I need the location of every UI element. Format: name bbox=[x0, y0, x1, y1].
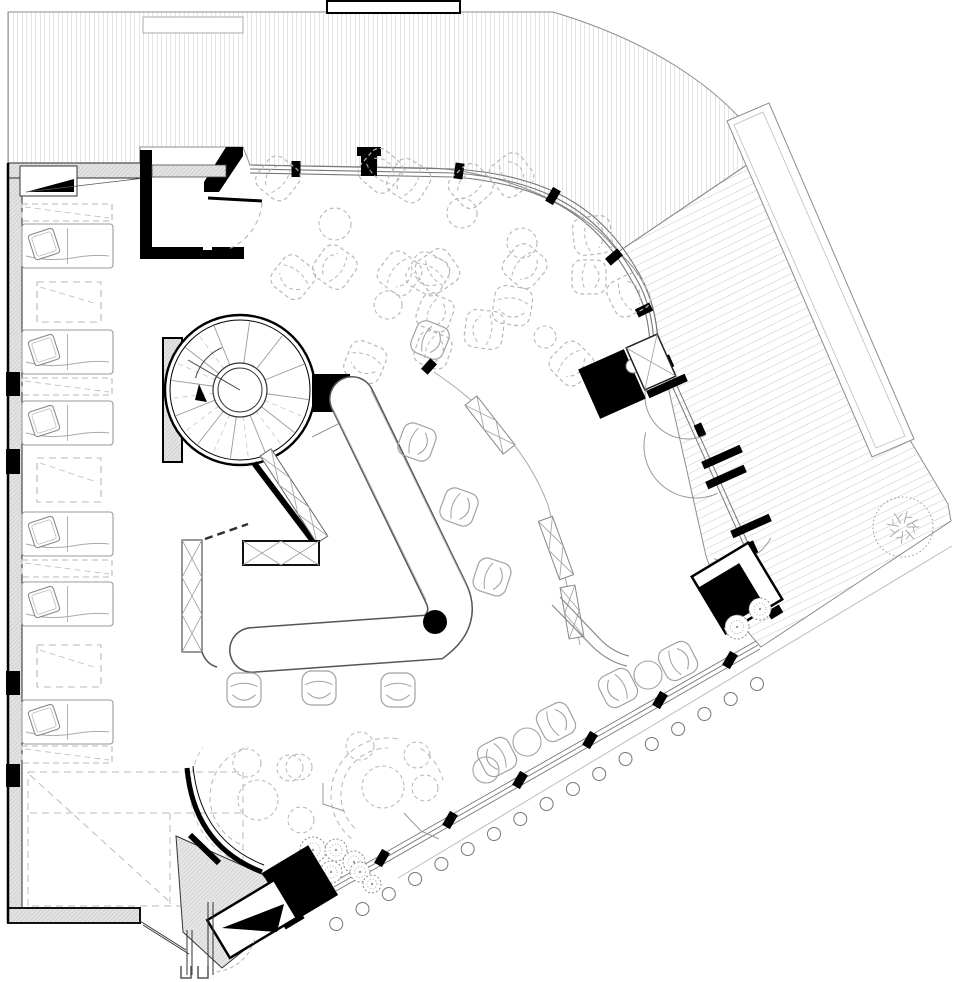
banquette-mid-arc-2 bbox=[340, 747, 389, 829]
deck-bench-inner bbox=[733, 111, 906, 449]
service-2-jamb bbox=[766, 604, 784, 620]
door-leaves bbox=[646, 373, 772, 539]
dining-cluster-2 bbox=[386, 152, 548, 297]
spiral-stair bbox=[163, 313, 317, 467]
bracket-1 bbox=[322, 783, 345, 812]
banquette-mid-seats bbox=[285, 731, 439, 809]
door-swing-2 bbox=[643, 432, 718, 499]
footing-2 bbox=[197, 966, 209, 979]
back-counter bbox=[242, 540, 320, 566]
bracket-2 bbox=[403, 812, 440, 840]
counter-corner-1 bbox=[559, 596, 630, 657]
dining-cluster-1 bbox=[255, 147, 423, 301]
left-wall bbox=[7, 162, 23, 909]
curved-wall bbox=[184, 767, 263, 875]
south-vestibule-wall bbox=[187, 832, 222, 866]
service-bench bbox=[625, 333, 677, 391]
entry-canopy bbox=[142, 16, 244, 34]
vestibule-band bbox=[151, 164, 227, 178]
bench-seg-1 bbox=[464, 395, 516, 455]
wall-stub bbox=[357, 147, 381, 176]
glass-facade-line-1 bbox=[249, 164, 659, 346]
vestibule-wall-left bbox=[140, 150, 152, 251]
bar-end-post bbox=[423, 610, 447, 634]
banquette-left-seats bbox=[232, 748, 315, 834]
bottom-wall bbox=[7, 907, 141, 924]
side-counter-hook bbox=[201, 651, 218, 668]
service-door-dashed bbox=[204, 522, 249, 541]
service-2-shrubs bbox=[724, 597, 772, 640]
bar-stools bbox=[226, 320, 512, 708]
banquette-mid-arc-3 bbox=[420, 747, 444, 781]
facade-posts bbox=[329, 677, 764, 931]
back-wall-diagonal bbox=[251, 461, 316, 543]
counter-corner-2 bbox=[551, 604, 628, 667]
booth-tables bbox=[36, 281, 102, 688]
bench-seg-3 bbox=[559, 584, 585, 640]
south-door-swing bbox=[213, 939, 255, 973]
glass-facade-line-2 bbox=[249, 168, 655, 346]
roof-canopy bbox=[326, 0, 461, 14]
booth-sofas bbox=[21, 223, 114, 745]
side-counter bbox=[181, 539, 203, 653]
deck-bench bbox=[726, 102, 915, 458]
wall-columns bbox=[6, 372, 20, 787]
vestibule-notch bbox=[203, 244, 212, 250]
glass-facade-line-3 bbox=[249, 172, 651, 346]
bench-seg-2 bbox=[537, 515, 575, 581]
dining-cluster-3 bbox=[447, 162, 613, 327]
door-swing-1 bbox=[644, 379, 706, 440]
bottom-walls bbox=[139, 902, 214, 975]
banquette-mid-arc-1 bbox=[330, 737, 398, 840]
bench-tick bbox=[420, 358, 438, 375]
booth-backs bbox=[21, 203, 113, 764]
wall-dashed-arc bbox=[189, 747, 255, 868]
window-pair-chairs bbox=[476, 640, 699, 778]
service-counter-band bbox=[259, 448, 329, 544]
niche-arrow bbox=[26, 179, 74, 192]
window-pair-tables bbox=[472, 660, 663, 784]
footing-1 bbox=[180, 966, 192, 979]
entry-door-leaf bbox=[207, 196, 263, 203]
facade-bottom-line-2 bbox=[333, 644, 759, 888]
south-entry-arrow bbox=[222, 904, 284, 932]
tree bbox=[872, 496, 934, 558]
curved-wall-inner bbox=[192, 765, 265, 866]
bar-outer-line bbox=[370, 389, 467, 586]
facade-bottom-line-3 bbox=[335, 648, 761, 892]
sidewalk-line bbox=[397, 545, 953, 879]
banquette-left-arc bbox=[209, 746, 249, 845]
facade-bottom-mullions bbox=[374, 650, 738, 868]
entry-door-swing bbox=[229, 202, 263, 249]
bar-counter-fill bbox=[230, 377, 472, 672]
facade-bottom-line-1 bbox=[331, 640, 757, 884]
bar-inner-line bbox=[332, 408, 427, 601]
service-station-2 bbox=[698, 563, 764, 629]
vestibule-wall-bottom bbox=[140, 247, 244, 259]
